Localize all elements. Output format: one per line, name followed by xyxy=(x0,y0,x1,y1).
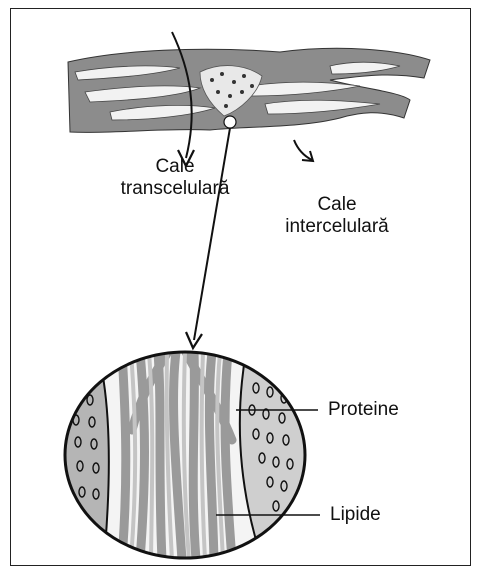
lipids-label: Lipide xyxy=(330,504,381,526)
intercellular-label-line2: intercelulară xyxy=(262,216,412,238)
transcellular-label-line1: Cale xyxy=(100,156,250,178)
proteins-label: Proteine xyxy=(328,399,399,421)
intercellular-label-line1: Cale xyxy=(262,194,412,216)
intercellular-label: Cale intercelulară xyxy=(262,194,412,238)
intercellular-arrow xyxy=(294,140,313,161)
transcellular-label: Cale transcelulară xyxy=(100,156,250,200)
transcellular-label-line2: transcelulară xyxy=(100,178,250,200)
skin-layer xyxy=(68,48,430,132)
